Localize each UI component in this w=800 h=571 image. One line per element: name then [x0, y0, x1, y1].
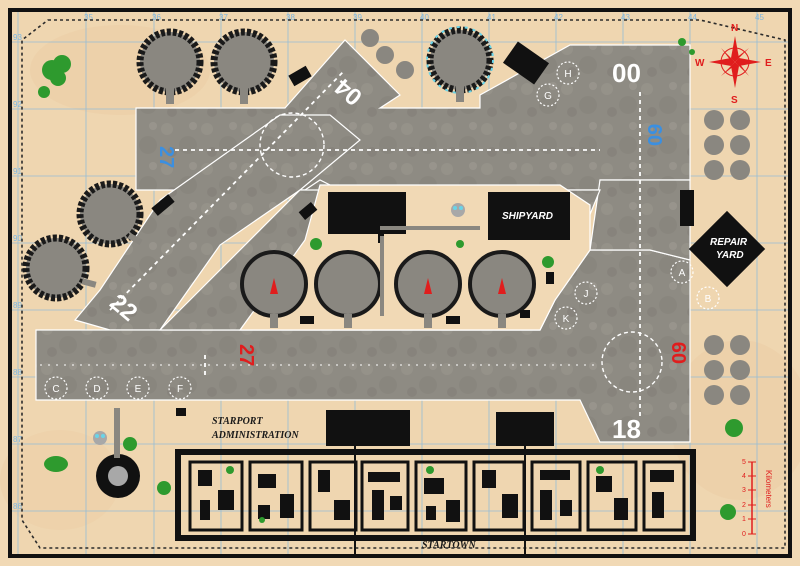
landing-circle: [259, 112, 325, 178]
runway-09-north: 09: [645, 124, 667, 146]
svg-text:ADMINISTRATION: ADMINISTRATION: [211, 430, 299, 441]
grid-label-top: 35: [84, 13, 93, 22]
grid-label-left: 87: [13, 435, 22, 444]
scale-tick: 0: [742, 531, 746, 538]
scale-tick: 1: [742, 516, 746, 523]
scale-title: Kilometers: [764, 470, 773, 508]
runway-centerlines: [40, 69, 641, 420]
hangar-domes: [22, 26, 494, 302]
compass-s: S: [731, 95, 738, 106]
shipyard-label: SHIPYARD: [502, 211, 553, 222]
grid-label-left: 92: [13, 100, 22, 109]
startown-label: STARTOWN: [422, 540, 476, 551]
repair-yard-label: REPAIR YARD: [710, 237, 748, 261]
pad-j: J: [584, 289, 589, 300]
scale-tick: 2: [742, 502, 746, 509]
grid-label-left: 89: [13, 301, 22, 310]
grid-label-left: 90: [13, 234, 22, 243]
grid-label-top: 43: [621, 13, 630, 22]
runway-27-south: 27: [235, 344, 257, 366]
grid-label-top: 38: [286, 13, 295, 22]
pad-c: C: [52, 384, 59, 395]
pad-e: E: [135, 384, 142, 395]
map-frame: [8, 8, 792, 558]
compass-e: E: [765, 58, 772, 69]
ground-station: [96, 408, 140, 498]
scale-tick: 3: [742, 487, 746, 494]
starport-administration-label: STARPORT ADMINISTRATION: [211, 416, 299, 441]
runway-09-south: 09: [669, 342, 691, 364]
grid-label-top: 44: [688, 13, 697, 22]
runway-00: 00: [612, 58, 641, 88]
pad-b: B: [705, 294, 712, 305]
svg-text:REPAIR: REPAIR: [710, 237, 748, 248]
startown: [175, 446, 696, 556]
scale-tick: 5: [742, 459, 746, 466]
grid-label-top: 41: [487, 13, 496, 22]
island-hangars: [240, 250, 536, 328]
pad-h: H: [564, 69, 571, 80]
pad-g: G: [544, 91, 552, 102]
grid-label-left: 86: [13, 502, 22, 511]
scale-tick: 4: [742, 473, 746, 480]
runway-27-north: 27: [155, 146, 177, 168]
svg-text:YARD: YARD: [716, 250, 744, 261]
pad-d: D: [93, 384, 100, 395]
grid-label-top: 40: [420, 13, 429, 22]
compass-n: N: [731, 23, 738, 34]
buildings: [151, 41, 766, 446]
trees: [38, 38, 743, 523]
grid-label-top: 36: [152, 13, 161, 22]
grid-label-top: 45: [755, 13, 764, 22]
perimeter-fence: [21, 19, 786, 549]
pad-k: K: [563, 314, 570, 325]
grid-label-left: 91: [13, 167, 22, 176]
pad-f: F: [177, 384, 183, 395]
grid-label-left: 93: [13, 33, 22, 42]
compass-w: W: [695, 58, 705, 69]
grid-label-left: 88: [13, 368, 22, 377]
grid-label-top: 39: [353, 13, 362, 22]
pad-a: A: [679, 268, 686, 279]
scale-bar: 0 1 2 3 4 5 Kilometers: [742, 459, 773, 538]
fuel-tanks: [361, 29, 750, 405]
landing-circle: [601, 331, 663, 393]
runway-18: 18: [612, 414, 641, 444]
grid-label-top: 37: [219, 13, 228, 22]
compass-rose: N S E W: [695, 23, 772, 106]
grid-label-top: 42: [554, 13, 563, 22]
svg-text:STARPORT: STARPORT: [212, 416, 263, 427]
